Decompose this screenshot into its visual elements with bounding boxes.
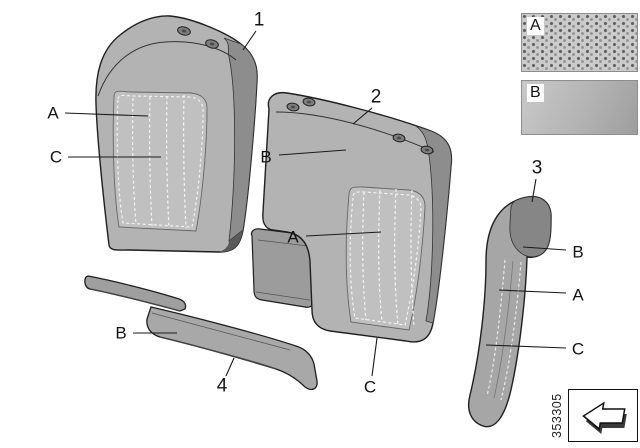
leader-seat2-a xyxy=(305,231,382,237)
leader-4 xyxy=(225,357,235,377)
callout-seat2-a: A xyxy=(287,227,299,247)
leader-seat2-c xyxy=(371,337,378,377)
callout-seat2-c: C xyxy=(363,377,377,397)
seat1-buttons xyxy=(177,26,219,49)
leader-2 xyxy=(352,107,373,125)
bolster-stitch-lines xyxy=(486,259,522,401)
material-swatch-perforated-leather: A xyxy=(521,13,638,72)
leader-1 xyxy=(242,30,257,51)
leader-lines xyxy=(64,30,567,377)
leader-seat2-b xyxy=(278,149,347,156)
leader-seat1-a xyxy=(64,112,149,117)
callout-part-1: 1 xyxy=(253,9,265,31)
seat2-stitch-lines xyxy=(362,188,415,328)
callout-part-4: 4 xyxy=(216,375,228,397)
material-swatch-smooth-leather: B xyxy=(521,80,638,135)
leader-3 xyxy=(531,178,537,203)
leader-bolster-c xyxy=(485,344,567,349)
callout-seat2-b: B xyxy=(260,147,272,167)
swatch-b-label: B xyxy=(527,84,544,102)
leader-bolster-a xyxy=(498,289,567,294)
callout-bolster-c: C xyxy=(571,339,585,359)
leader-bolster-b xyxy=(522,246,567,251)
seat1-stitch-lines xyxy=(132,94,187,229)
direction-icon-box xyxy=(568,389,638,442)
diagram-part-number: 353305 xyxy=(550,393,564,438)
callout-bolster-a: A xyxy=(572,285,584,305)
seat-backrest-right xyxy=(250,91,453,343)
callout-trim-b: B xyxy=(115,323,127,343)
swatch-a-label: A xyxy=(527,17,544,35)
callout-part-2: 2 xyxy=(370,86,382,108)
callout-bolster-b: B xyxy=(572,242,584,262)
direction-arrow-icon xyxy=(582,401,627,434)
seat-backrest-left xyxy=(95,15,258,253)
seat2-buttons xyxy=(286,97,434,155)
side-bolster xyxy=(467,195,552,428)
callout-seat1-c: C xyxy=(49,147,63,167)
lower-trim-panels xyxy=(84,275,318,391)
callout-part-3: 3 xyxy=(531,157,543,179)
callout-seat1-a: A xyxy=(47,103,59,123)
